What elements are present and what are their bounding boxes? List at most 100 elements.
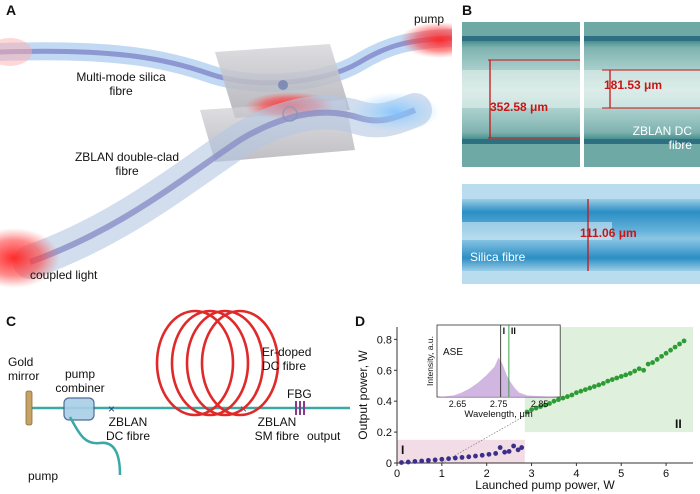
er-doped-label: Er-doped DC fibre <box>262 345 312 373</box>
inset-marker-label: I <box>503 326 506 336</box>
data-point-series1 <box>600 381 606 386</box>
inset-spectrum-area <box>437 357 561 397</box>
coupled-light-label: coupled light <box>30 268 98 282</box>
y-tick-label: 0.8 <box>377 334 392 346</box>
data-point-series0 <box>446 456 451 462</box>
data-point-series1 <box>659 353 665 359</box>
dim-outer-label: 352.58 μm <box>490 100 549 114</box>
panel-c-label: C <box>6 313 17 329</box>
panel-b-label: B <box>462 2 473 18</box>
inset-x-axis-label: Wavelength, μm <box>464 409 533 420</box>
data-point-series1 <box>542 402 548 408</box>
data-point-series1 <box>591 384 597 389</box>
data-point-series1 <box>668 347 673 353</box>
x-tick-label: 3 <box>528 468 534 480</box>
data-point-series1 <box>645 361 651 367</box>
data-point-series0 <box>466 454 472 460</box>
silica-micrograph <box>462 184 700 284</box>
panel-a: A pump Multi-mode silica fibre ZBLAN dou… <box>0 0 452 305</box>
data-point-series1 <box>560 395 566 401</box>
output-label: output <box>307 429 341 443</box>
data-point-series0 <box>506 449 512 454</box>
data-point-series1 <box>641 367 647 373</box>
data-point-series1 <box>565 394 570 399</box>
data-point-series0 <box>399 460 404 465</box>
inset-x-tick-label: 2.75 <box>490 399 508 409</box>
region-label-ii: II <box>675 417 682 431</box>
inset-x-tick-label: 2.85 <box>531 399 549 409</box>
data-point-series1 <box>533 405 539 411</box>
y-tick-label: 0.2 <box>377 427 392 439</box>
zblan-micrograph <box>462 22 700 167</box>
panel-b: B <box>452 0 700 305</box>
zblan-label: ZBLAN double-clad fibre <box>74 150 180 178</box>
data-point-series1 <box>538 404 543 409</box>
data-point-series1 <box>681 338 687 344</box>
data-point-series0 <box>479 452 485 458</box>
data-point-series1 <box>524 409 530 415</box>
panel-c: C × × Gold mirror pump combiner ZBLAN DC <box>0 305 355 494</box>
data-point-series0 <box>511 443 517 449</box>
data-point-series1 <box>650 360 656 365</box>
data-point-series0 <box>515 447 521 453</box>
zblan-sm-label: ZBLAN SM fibre <box>254 415 300 443</box>
data-point-series1 <box>632 368 638 374</box>
inset-annotation: ASE <box>443 347 463 358</box>
data-point-series0 <box>425 457 431 463</box>
x-tick-label: 4 <box>573 468 579 480</box>
data-point-series0 <box>412 459 418 464</box>
data-point-series1 <box>663 350 669 356</box>
data-point-series1 <box>627 370 633 376</box>
x-tick-label: 6 <box>663 468 669 480</box>
data-point-series0 <box>473 453 478 459</box>
data-point-series1 <box>654 357 660 362</box>
data-point-series1 <box>596 382 602 388</box>
region-I <box>397 439 525 463</box>
data-point-series0 <box>486 451 492 457</box>
x-tick-label: 5 <box>618 468 624 480</box>
pump-input-label: pump <box>28 469 59 483</box>
zblan-caption: ZBLAN DC fibre <box>632 124 692 152</box>
data-point-series1 <box>578 388 584 394</box>
inset-marker-label: II <box>511 326 516 336</box>
data-point-series1 <box>623 372 629 378</box>
zblan-dc-label: ZBLAN DC fibre <box>105 415 150 443</box>
data-point-series1 <box>582 387 588 392</box>
data-point-series0 <box>419 458 425 464</box>
gold-mirror-label: Gold mirror <box>8 355 40 383</box>
inset-x-tick-label: 2.65 <box>449 399 467 409</box>
y-tick-label: 0.6 <box>377 365 392 377</box>
data-point-series0 <box>452 455 458 461</box>
data-point-series0 <box>502 449 508 455</box>
data-point-series0 <box>459 455 465 460</box>
panel-d-label: D <box>355 313 366 329</box>
data-point-series1 <box>569 392 575 398</box>
data-point-series1 <box>551 398 557 404</box>
y-tick-label: 0.4 <box>377 396 392 408</box>
region-label-i: I <box>401 443 404 457</box>
data-point-series0 <box>405 459 411 465</box>
data-point-series1 <box>614 375 620 381</box>
data-point-series1 <box>677 341 682 347</box>
data-point-series1 <box>556 397 561 403</box>
data-point-series0 <box>497 445 503 450</box>
x-tick-label: 2 <box>484 468 490 480</box>
silica-caption: Silica fibre <box>470 250 526 264</box>
dim-inner-label: 181.53 μm <box>604 78 663 92</box>
x-tick-label: 0 <box>394 468 400 480</box>
data-point-series1 <box>605 378 611 384</box>
pump-combiner-label: pump combiner <box>55 367 105 395</box>
data-point-series1 <box>618 374 624 379</box>
fbg-label: FBG <box>287 387 312 401</box>
laser-schematic: × × <box>25 309 350 476</box>
data-point-series1 <box>573 390 579 396</box>
svg-text:×: × <box>108 402 115 416</box>
pump-label: pump <box>414 12 445 26</box>
panel-a-label: A <box>6 2 17 18</box>
data-point-series0 <box>519 445 525 450</box>
data-point-series1 <box>587 385 593 391</box>
x-tick-label: 1 <box>439 468 445 480</box>
